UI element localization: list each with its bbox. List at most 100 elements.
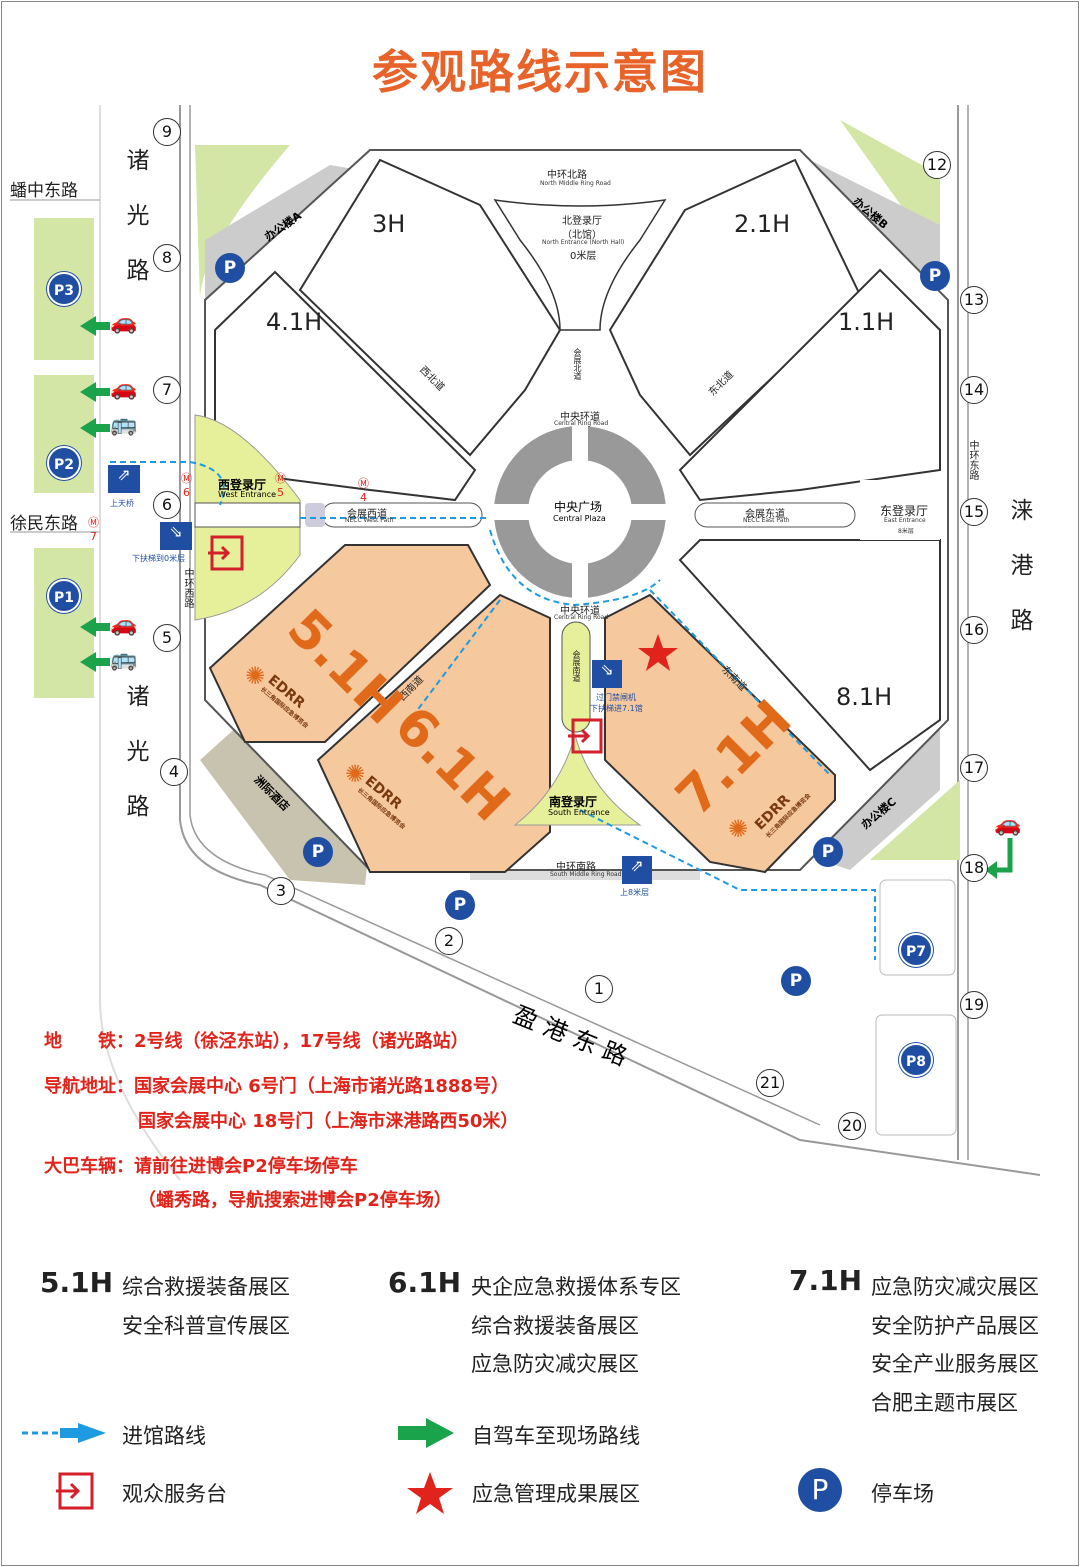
road-label-zhuguang-south: 诸光路: [122, 684, 148, 849]
up8-label: 上8米层: [620, 888, 650, 897]
legend-route-arrow: [22, 1423, 106, 1443]
metro-stop-number: 5: [277, 486, 284, 499]
legend-zone: 合肥主题市展区: [871, 1390, 1018, 1415]
escalator-icon: ⇘: [592, 660, 622, 688]
legend-service-label: 观众服务台: [122, 1482, 227, 1506]
gate-2: 2: [435, 927, 463, 955]
parking-icon[interactable]: P: [215, 253, 245, 283]
parking-p8[interactable]: P8: [899, 1043, 933, 1077]
road-label-zhuguang-north: 诸光路: [122, 148, 148, 313]
road-label-central-ring-s: 中央环道: [560, 606, 600, 617]
parking-icon[interactable]: P: [920, 261, 950, 291]
road-label-east-path-en: NECC East Path: [743, 517, 790, 524]
road-edge: [99, 105, 181, 1181]
east-entrance-floor: 8米层: [898, 528, 914, 535]
road-label-south-ring-en: South Middle Ring Road: [550, 871, 622, 878]
gate-9: 9: [153, 118, 181, 146]
gate-1: 1: [585, 975, 613, 1003]
legend-route-label: 进馆路线: [122, 1424, 206, 1448]
parking-icon[interactable]: P: [781, 966, 811, 996]
road-line: [189, 105, 821, 1126]
car-icon: 🚗: [110, 376, 138, 401]
green-area-se: [870, 780, 960, 860]
metro-stop-number: 7: [90, 530, 97, 543]
bus-info-label: 大巴车辆：: [44, 1156, 134, 1177]
legend-zone: 综合救援装备展区: [471, 1313, 639, 1338]
west-entrance-en: West Entrance: [218, 490, 277, 499]
road-label-south-path: 会展南道: [572, 650, 581, 682]
bus-info-2: （蟠秀路，导航搜索进博会P2停车场）: [138, 1190, 452, 1211]
bus-icon: 🚌: [110, 412, 138, 437]
gate-7: 7: [153, 376, 181, 404]
parking-area-p1: [34, 548, 94, 698]
hall-3h: [298, 158, 562, 457]
legend-parking-label: 停车场: [871, 1482, 934, 1506]
legend-zone: 央企应急救援体系专区: [471, 1275, 681, 1299]
gate-18: 18: [960, 854, 988, 882]
entry-route: [110, 461, 876, 960]
metro-info-label: 地 铁：: [44, 1031, 134, 1052]
parking-p2[interactable]: P2: [47, 446, 81, 480]
parking-p3[interactable]: P3: [47, 272, 81, 306]
hall-8-1h: [678, 539, 941, 772]
parking-icon[interactable]: P: [303, 837, 333, 867]
gate-machine-label: 过门禁闸机: [596, 693, 636, 702]
hall-5-1h: [208, 544, 492, 743]
road-label-east-ring: 中环东路: [967, 440, 978, 480]
escalator-icon: ⇘: [160, 522, 192, 550]
south-entrance-en: South Entrance: [548, 808, 610, 817]
parking-p1[interactable]: P1: [47, 579, 81, 613]
west-path-block: [305, 503, 325, 527]
legend-star-icon: [407, 1472, 453, 1514]
down-escalator-label: 下扶梯到0米层: [132, 554, 186, 563]
hall-label-2-1h: 2.1H: [734, 210, 791, 238]
gate-machine-label-2: 下扶梯进7.1馆: [590, 704, 643, 713]
road-label-north-path: 会展北道: [573, 348, 582, 380]
legend-zones-7-1h: 应急防灾减灾展区 安全防护产品展区 安全产业服务展区 合肥主题市展区: [871, 1268, 1039, 1422]
north-entrance: [493, 199, 667, 331]
plaza-gap: [488, 504, 672, 520]
legend-service-icon: [56, 1472, 94, 1510]
gate-16: 16: [960, 616, 988, 644]
east-entrance-en: East Entrance: [884, 517, 926, 524]
gate-15: 15: [960, 498, 988, 526]
parking-p7[interactable]: P7: [899, 933, 933, 967]
road-label-west-path: 会展西道: [347, 509, 387, 520]
legend-zone: 安全产业服务展区: [871, 1352, 1039, 1376]
legend-zones-5-1h: 综合救援装备展区 安全科普宣传展区: [122, 1268, 290, 1345]
hall-1-1h: [678, 268, 941, 502]
road-label-west-path-en: NECC West Path: [345, 517, 394, 524]
east-entrance-label: 东登录厅: [880, 504, 929, 518]
parking-area-p8: [875, 1014, 957, 1136]
road-label-central-ring-n-en: Central Ring Road: [554, 420, 609, 427]
escalator-icon: ⇗: [622, 856, 652, 884]
gate-3: 3: [267, 877, 295, 905]
gate-6: 6: [153, 491, 181, 519]
metro-info-value: 2号线（徐泾东站），17号线（诸光路站）: [134, 1031, 469, 1052]
car-icon: 🚗: [994, 812, 1022, 837]
east-path: [694, 502, 856, 528]
parking-icon[interactable]: P: [445, 890, 475, 920]
edrr-sun-icon: ✺: [728, 815, 749, 843]
parking-icon[interactable]: P: [813, 837, 843, 867]
road-label-central-ring-s-en: Central Ring Road: [554, 614, 609, 621]
nav-info-label: 导航地址：: [44, 1076, 134, 1097]
road-label-xumin: 徐民东路: [10, 514, 78, 534]
bus-info: 大巴车辆：请前往进博会P2停车场停车: [44, 1152, 358, 1178]
drive-route-arrows: [80, 316, 1013, 879]
legend-zone: 综合救援装备展区: [122, 1275, 290, 1299]
legend-drive-arrow: [398, 1418, 454, 1448]
gate-17: 17: [960, 754, 988, 782]
hall-6-1h: [316, 593, 551, 873]
gate-4: 4: [160, 758, 188, 786]
gate-12: 12: [923, 151, 951, 179]
central-plaza-en: Central Plaza: [553, 514, 606, 523]
gate-8: 8: [153, 244, 181, 272]
west-entrance-label: 西登录厅: [218, 478, 267, 492]
central-plaza-label: 中央广场: [554, 500, 603, 514]
legend-zone: 安全防护产品展区: [871, 1313, 1039, 1338]
legend-drive-label: 自驾车至现场路线: [472, 1424, 640, 1448]
gate-20: 20: [838, 1112, 866, 1140]
